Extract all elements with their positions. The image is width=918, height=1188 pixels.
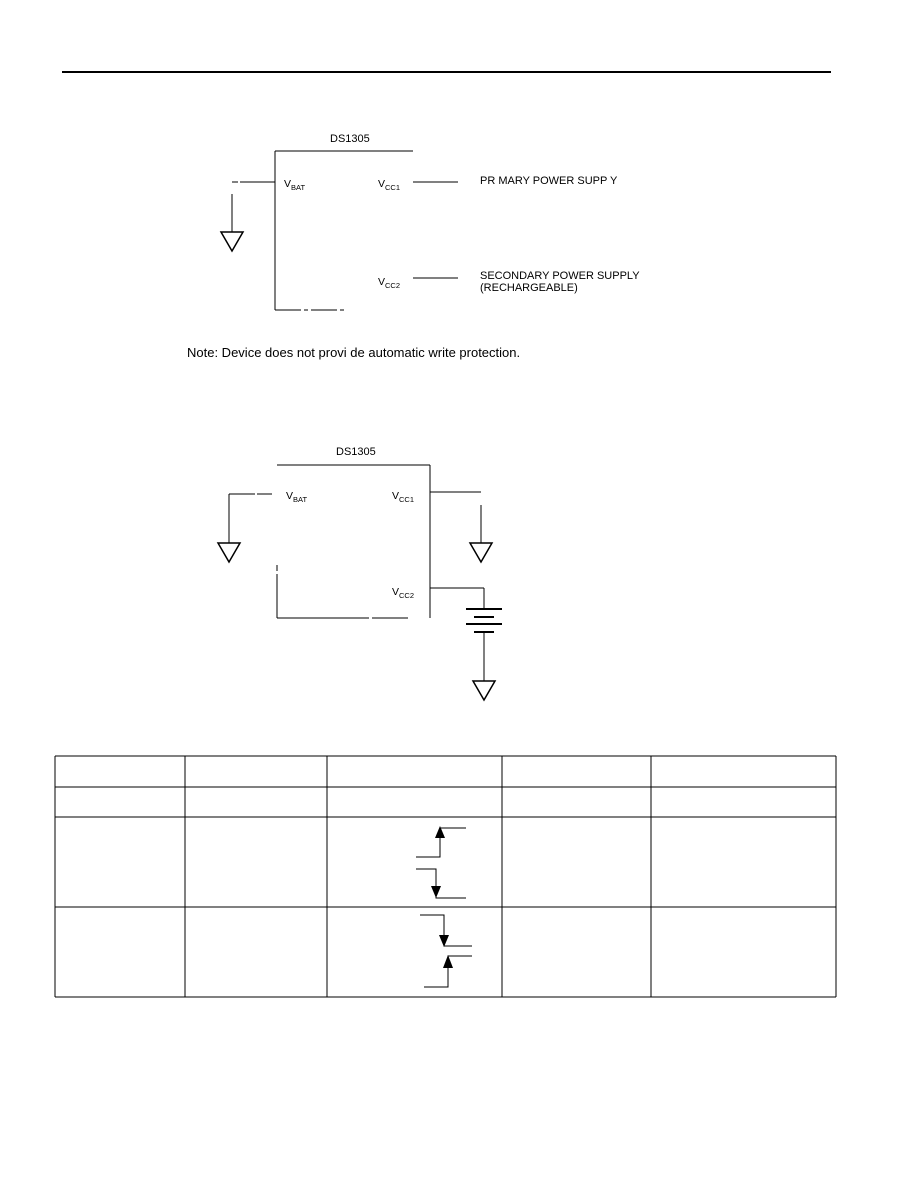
diagram-1-pin-vbat: VBAT <box>284 178 306 192</box>
diagram-2-pin-vcc2: VCC2 <box>392 586 415 600</box>
diagram-2-pin-vcc1: VCC1 <box>392 490 415 504</box>
diagram-2-pin-vbat: VBAT <box>286 490 308 504</box>
primary-power-supply-label: PR MARY POWER SUPP Y <box>480 175 618 187</box>
rising-falling-waveform <box>416 826 466 899</box>
header-rule <box>62 71 831 73</box>
falling-rising-waveform <box>420 914 472 988</box>
write-protection-note: Note: Device does not provi de automatic… <box>187 345 521 360</box>
secondary-power-supply-label: SECONDARY POWER SUPPLY <box>480 270 640 282</box>
diagram-2-chip-name: DS1305 <box>336 446 376 458</box>
diagram-1-pin-vcc1: VCC1 <box>378 178 401 192</box>
secondary-power-supply-note: (RECHARGEABLE) <box>480 282 578 294</box>
diagram-1-chip-name: DS1305 <box>330 133 370 145</box>
diagram-1-pin-vcc2: VCC2 <box>378 276 401 290</box>
